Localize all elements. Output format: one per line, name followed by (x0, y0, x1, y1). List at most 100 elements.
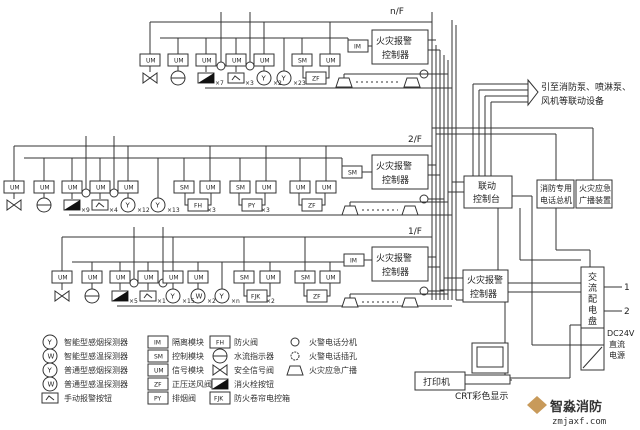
sm-legend-icon: SM (147, 349, 169, 363)
legend-label: 信号模块 (172, 365, 204, 375)
svg-text:控制台: 控制台 (473, 193, 500, 205)
Y-legend-icon: Y (42, 334, 58, 350)
crt-label: CRT彩色显示 (455, 390, 508, 402)
svg-text:UM: UM (68, 185, 78, 192)
um-module: UM (3, 180, 25, 194)
fjk-legend-icon: FJK (209, 391, 231, 405)
quantity-note: ×5 (129, 298, 138, 305)
svg-text:W: W (196, 293, 203, 301)
im-module: IM (343, 253, 365, 267)
feed-2-label: 2 (624, 307, 630, 317)
device: UMY (253, 22, 275, 86)
quantity-note: ×3 (245, 80, 254, 87)
svg-text:Y: Y (125, 202, 131, 210)
legend-label: 安全信号阀 (234, 365, 274, 375)
device: UM (195, 38, 217, 84)
device: UM (199, 146, 221, 194)
fjk-device: FJK (246, 289, 268, 303)
quantity-note: ×4 (109, 207, 118, 214)
svg-text:SM: SM (154, 354, 163, 361)
manual-legend-icon (41, 392, 59, 404)
device: UM W (187, 262, 209, 304)
speaker-icon (401, 297, 419, 308)
flow-icon (170, 70, 186, 86)
device: UM (255, 146, 277, 194)
quantity-note: ×7 (215, 80, 224, 87)
valve-icon (6, 199, 22, 211)
floor-label: 1/F (408, 227, 422, 237)
sm-module: SM (294, 270, 316, 284)
um-module: UM (81, 270, 103, 284)
device (245, 12, 255, 71)
device: SM (291, 38, 313, 67)
device: ZF (302, 66, 330, 85)
device: UM (315, 146, 337, 194)
device: Y (150, 158, 166, 213)
quantity-note: ×12 (137, 207, 150, 214)
device: UM (109, 262, 131, 302)
um-module: UM (51, 270, 73, 284)
quantity-note: ×2 (266, 298, 275, 305)
Y-icon: Y (120, 197, 136, 213)
svg-text:IM: IM (350, 258, 357, 265)
svg-text:PY: PY (248, 203, 255, 210)
device: UM (81, 262, 103, 304)
svg-text:引至消防泵、喷淋泵、: 引至消防泵、喷淋泵、 (541, 81, 631, 93)
um-module: UM (117, 180, 139, 194)
Y-icon: Y (276, 70, 292, 86)
svg-text:Y: Y (170, 293, 176, 301)
svg-text:UM: UM (206, 185, 216, 192)
svg-text:W: W (48, 353, 55, 361)
legend-label: 智能型感烟探测器 (64, 337, 128, 347)
svg-text:SM: SM (301, 275, 310, 282)
svg-text:UM: UM (194, 275, 204, 282)
svg-text:智淼消防: 智淼消防 (550, 399, 602, 415)
svg-text:UM: UM (124, 185, 134, 192)
legend-label: 火灾应急广播 (309, 365, 357, 375)
svg-text:UM: UM (262, 185, 272, 192)
flow-icon (84, 288, 100, 304)
quantity-note: ×23 (293, 80, 306, 87)
svg-text:UM: UM (296, 185, 306, 192)
crt-monitor-icon (463, 342, 511, 385)
phone-extension-icon (129, 278, 139, 288)
um-module: UM (195, 53, 217, 67)
um-module: UM (255, 180, 277, 194)
py-device: PY (241, 198, 263, 212)
svg-text:打印机: 打印机 (423, 376, 450, 388)
phone-extension-icon (109, 188, 119, 198)
um-module: UM (253, 53, 275, 67)
hydrant-icon (63, 199, 81, 211)
quantity-note: ×15 (182, 298, 195, 305)
svg-text:盘: 盘 (588, 315, 597, 327)
device (109, 136, 119, 198)
zf-device: ZF (305, 71, 327, 85)
svg-text:ZF: ZF (154, 382, 162, 389)
legend-item: 火警电话插孔 (290, 351, 357, 361)
svg-text:W: W (48, 381, 55, 389)
manual-icon (91, 199, 109, 211)
legend-label: 防火阀 (234, 337, 258, 347)
svg-text:UM: UM (266, 275, 276, 282)
device: UM (139, 22, 161, 84)
feed-1-label: 1 (624, 283, 630, 293)
risers (431, 12, 622, 382)
speaker-icon (401, 205, 419, 216)
svg-text:UM: UM (40, 185, 50, 192)
svg-text:电话总机: 电话总机 (540, 195, 572, 205)
legend-label: 火警电话插孔 (309, 351, 357, 361)
hydrant-icon (197, 72, 215, 84)
svg-text:UM: UM (322, 185, 332, 192)
device: UM (167, 38, 189, 86)
device: ZF (298, 193, 326, 212)
legend-item: Y 智能型感烟探测器 (42, 334, 128, 350)
legend-item: 消火栓按钮 (211, 378, 274, 390)
legend-label: 防火卷帘电控箱 (234, 393, 290, 403)
